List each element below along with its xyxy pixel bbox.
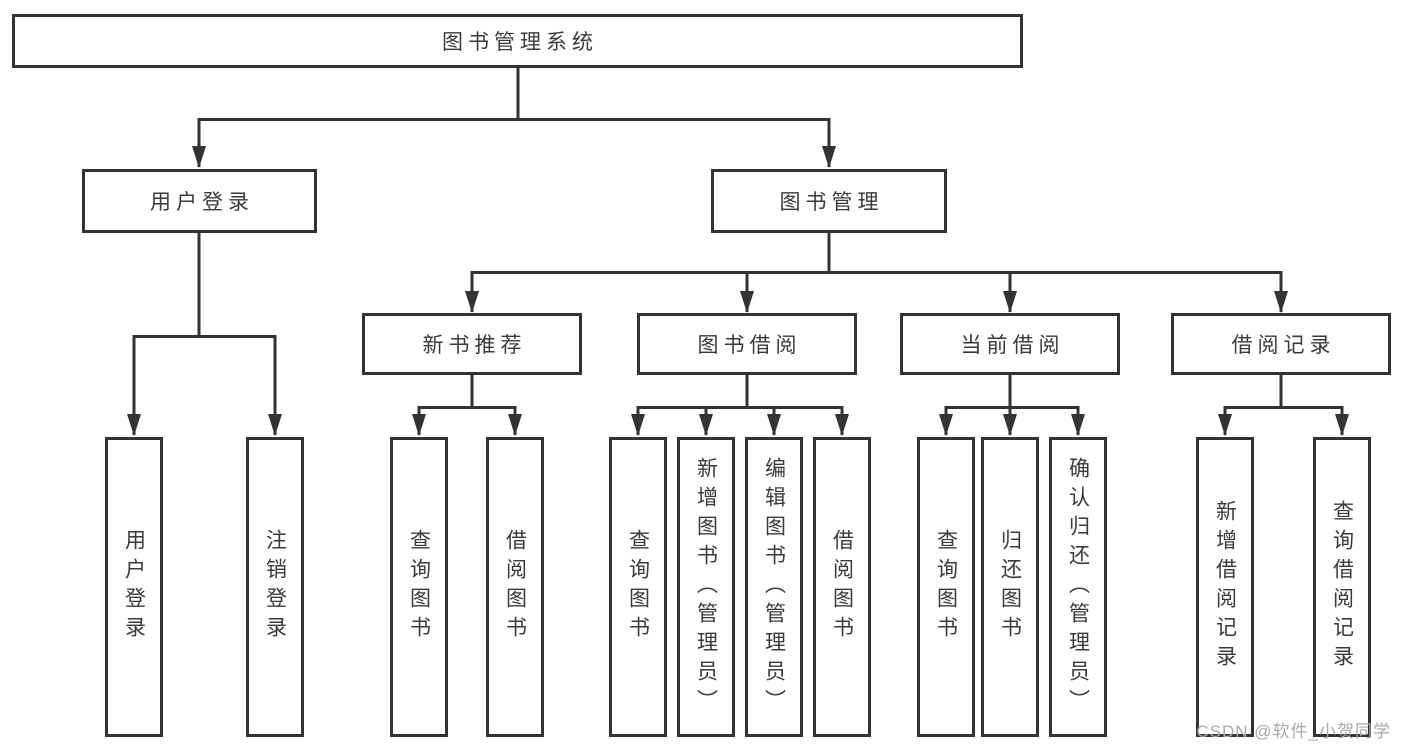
leaf-edit-books-admin: 编辑图书（管理员） [745,437,803,737]
leaf-user-login: 用户登录 [105,437,163,737]
leaf-label: 新增图书（管理员） [694,456,718,718]
leaf-query-books-current: 查询图书 [917,437,975,737]
leaf-label: 注销登录 [263,529,287,645]
node-current-borrowing: 当前借阅 [900,313,1120,375]
leaf-label: 用户登录 [122,529,146,645]
leaf-label: 查询图书 [407,529,431,645]
leaf-label: 新增借阅记录 [1213,500,1237,674]
csdn-watermark: CSDN @软件_小贺同学 [1196,722,1391,741]
node-new-book-recommend: 新书推荐 [362,313,582,375]
leaf-borrow-books: 借阅图书 [813,437,871,737]
leaf-add-books-admin: 新增图书（管理员） [677,437,735,737]
leaf-label: 查询图书 [934,529,958,645]
node-root-library-management-system: 图书管理系统 [12,14,1023,68]
leaf-label: 查询借阅记录 [1330,500,1354,674]
leaf-add-borrow-record: 新增借阅记录 [1196,437,1254,737]
leaf-label: 借阅图书 [830,529,854,645]
leaf-query-books-recommend: 查询图书 [390,437,448,737]
node-borrowing-records: 借阅记录 [1171,313,1391,375]
leaf-label: 查询图书 [626,529,650,645]
node-book-borrowing: 图书借阅 [637,313,857,375]
leaf-label: 归还图书 [998,529,1022,645]
leaf-query-books: 查询图书 [609,437,667,737]
leaf-confirm-return-admin: 确认归还（管理员） [1049,437,1107,737]
leaf-logout: 注销登录 [246,437,304,737]
leaf-query-borrow-record: 查询借阅记录 [1313,437,1371,737]
leaf-label: 确认归还（管理员） [1066,456,1090,718]
node-user-login: 用户登录 [82,169,317,233]
leaf-label: 借阅图书 [503,529,527,645]
leaf-borrow-books-recommend: 借阅图书 [486,437,544,737]
leaf-return-books: 归还图书 [981,437,1039,737]
leaf-label: 编辑图书（管理员） [762,456,786,718]
node-book-management: 图书管理 [711,169,947,233]
